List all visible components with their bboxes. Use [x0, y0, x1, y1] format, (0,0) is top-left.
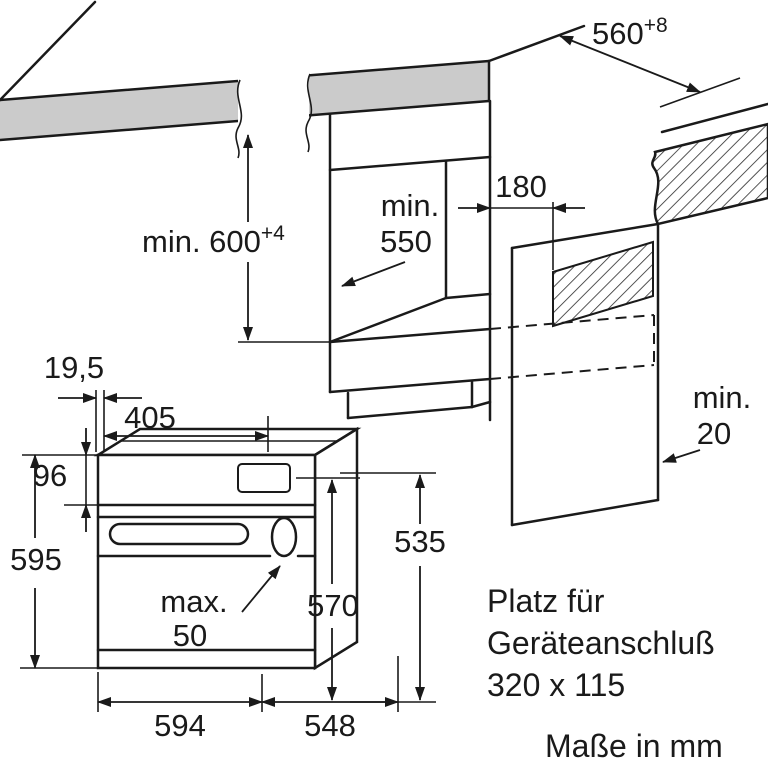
dim-niche-depth-arrow	[341, 261, 406, 287]
dim-rear-gap-label-2: 20	[697, 416, 731, 451]
oven-side-face	[313, 426, 359, 671]
dim-rear-gap-arrow	[662, 449, 701, 463]
connection-note-line2: Geräteanschluß	[487, 625, 715, 661]
dim-max-protrusion-arrow	[241, 565, 281, 613]
dim-max-protrusion-label-1: max.	[160, 584, 227, 619]
dim-niche-depth-label-1: min.	[381, 188, 440, 223]
oven	[93, 426, 362, 671]
dim-panel-height-label: 96	[33, 458, 67, 493]
worktop-break-gap	[238, 70, 309, 158]
worktop-cut-section	[651, 122, 768, 226]
worktop-corner-edge	[0, 0, 97, 102]
break-wave-right	[305, 73, 313, 153]
break-wave-left	[235, 79, 243, 159]
dim-oven-depth-label: 548	[304, 708, 356, 743]
worktop-left	[0, 0, 586, 159]
units-note: Maße in mm	[545, 728, 723, 764]
dim-niche-width-label: 560+8	[592, 14, 668, 51]
dim-conn-offset-label: 180	[495, 169, 547, 204]
niche-back-wall-bottom	[444, 292, 492, 300]
dim-oven-height-label: 595	[10, 542, 62, 577]
connection-note-line3: 320 x 115	[487, 667, 625, 703]
dimensions: 560+8 min. 600+4 min. 550 180 min. 20 19…	[10, 14, 751, 743]
dim-niche-height-label: min. 600+4	[142, 222, 285, 259]
worktop-right-receding-edge	[487, 24, 586, 63]
hidden-edges	[489, 314, 655, 380]
annotation-texts: Platz für Geräteanschluß 320 x 115 Maße …	[487, 583, 723, 764]
dim-niche-depth-label-2: 550	[380, 224, 432, 259]
handle-end-cap	[270, 516, 298, 558]
display-window	[237, 463, 291, 493]
niche-floor-receding-edge	[328, 296, 448, 344]
dim-top-width-label: 405	[124, 400, 176, 435]
dim-protrusion-label: 19,5	[44, 350, 104, 385]
dim-oven-width-label: 594	[154, 708, 206, 743]
dim-body-height-label: 570	[307, 588, 359, 623]
dim-rear-gap-label-1: min.	[693, 380, 752, 415]
dim-max-protrusion-label-2: 50	[173, 618, 207, 653]
connection-area-hatch	[552, 240, 654, 328]
niche-cabinet	[328, 99, 492, 422]
connection-note-line1: Platz für	[487, 583, 605, 619]
dim-body-depth-label: 535	[394, 524, 446, 559]
dim-niche-width-line	[559, 35, 701, 93]
right-side-panel	[510, 222, 660, 527]
door-handle	[108, 522, 250, 546]
worktop-right	[651, 102, 768, 226]
